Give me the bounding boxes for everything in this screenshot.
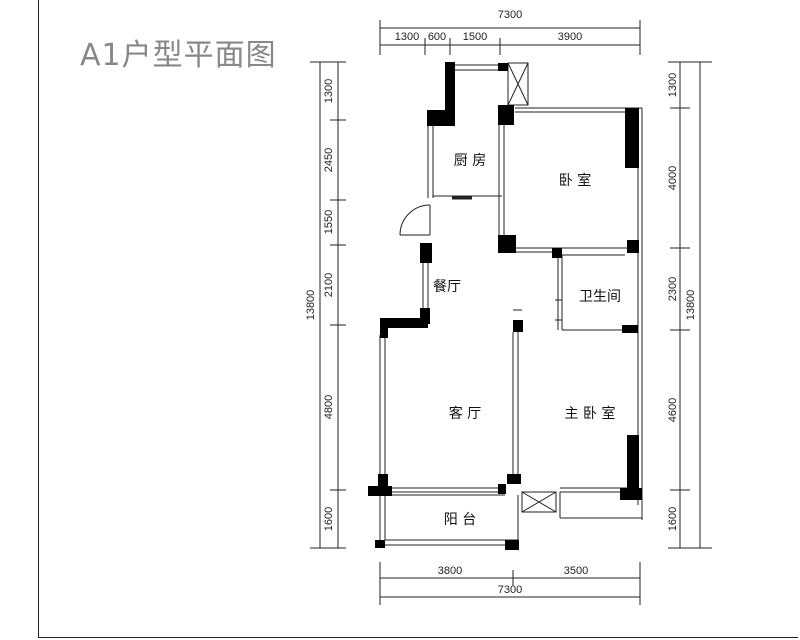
dim-bottom-2: 3500 bbox=[564, 565, 588, 577]
dimension-lines bbox=[310, 20, 712, 605]
room-label-master-bedroom: 主 卧 室 bbox=[565, 405, 616, 422]
dim-left-6: 1600 bbox=[323, 507, 335, 531]
dim-right-total: 13800 bbox=[685, 290, 697, 321]
dim-left-3: 1550 bbox=[323, 210, 335, 234]
dim-top-4: 3900 bbox=[558, 31, 582, 43]
dim-right-1: 1300 bbox=[667, 73, 679, 97]
room-label-bathroom: 卫生间 bbox=[579, 289, 621, 305]
dim-left-4: 2100 bbox=[323, 273, 335, 297]
room-label-living: 客 厅 bbox=[449, 405, 481, 422]
dim-left-2: 2450 bbox=[323, 148, 335, 172]
dim-right-3: 2300 bbox=[667, 277, 679, 301]
dim-bottom-total: 7300 bbox=[498, 584, 522, 596]
dim-left-total: 13800 bbox=[305, 290, 317, 321]
dim-top-1: 1300 bbox=[395, 31, 419, 43]
room-label-dining: 餐厅 bbox=[433, 279, 461, 295]
dim-right-5: 1600 bbox=[667, 507, 679, 531]
dim-right-2: 4000 bbox=[667, 166, 679, 190]
dim-right-4: 4600 bbox=[667, 398, 679, 422]
dim-top-3: 1500 bbox=[463, 31, 487, 43]
columns bbox=[368, 62, 642, 550]
room-label-kitchen: 厨 房 bbox=[454, 153, 486, 169]
dim-bottom-1: 3800 bbox=[438, 565, 462, 577]
room-label-bedroom: 卧 室 bbox=[559, 172, 591, 189]
dim-top-total: 7300 bbox=[498, 9, 522, 21]
dim-left-1: 1300 bbox=[323, 79, 335, 103]
drawing-border bbox=[38, 0, 798, 638]
dim-top-2: 600 bbox=[428, 31, 446, 43]
dim-left-5: 4800 bbox=[323, 395, 335, 419]
plan-title: A1户型平面图 bbox=[80, 38, 277, 73]
room-label-balcony: 阳 台 bbox=[444, 512, 476, 528]
